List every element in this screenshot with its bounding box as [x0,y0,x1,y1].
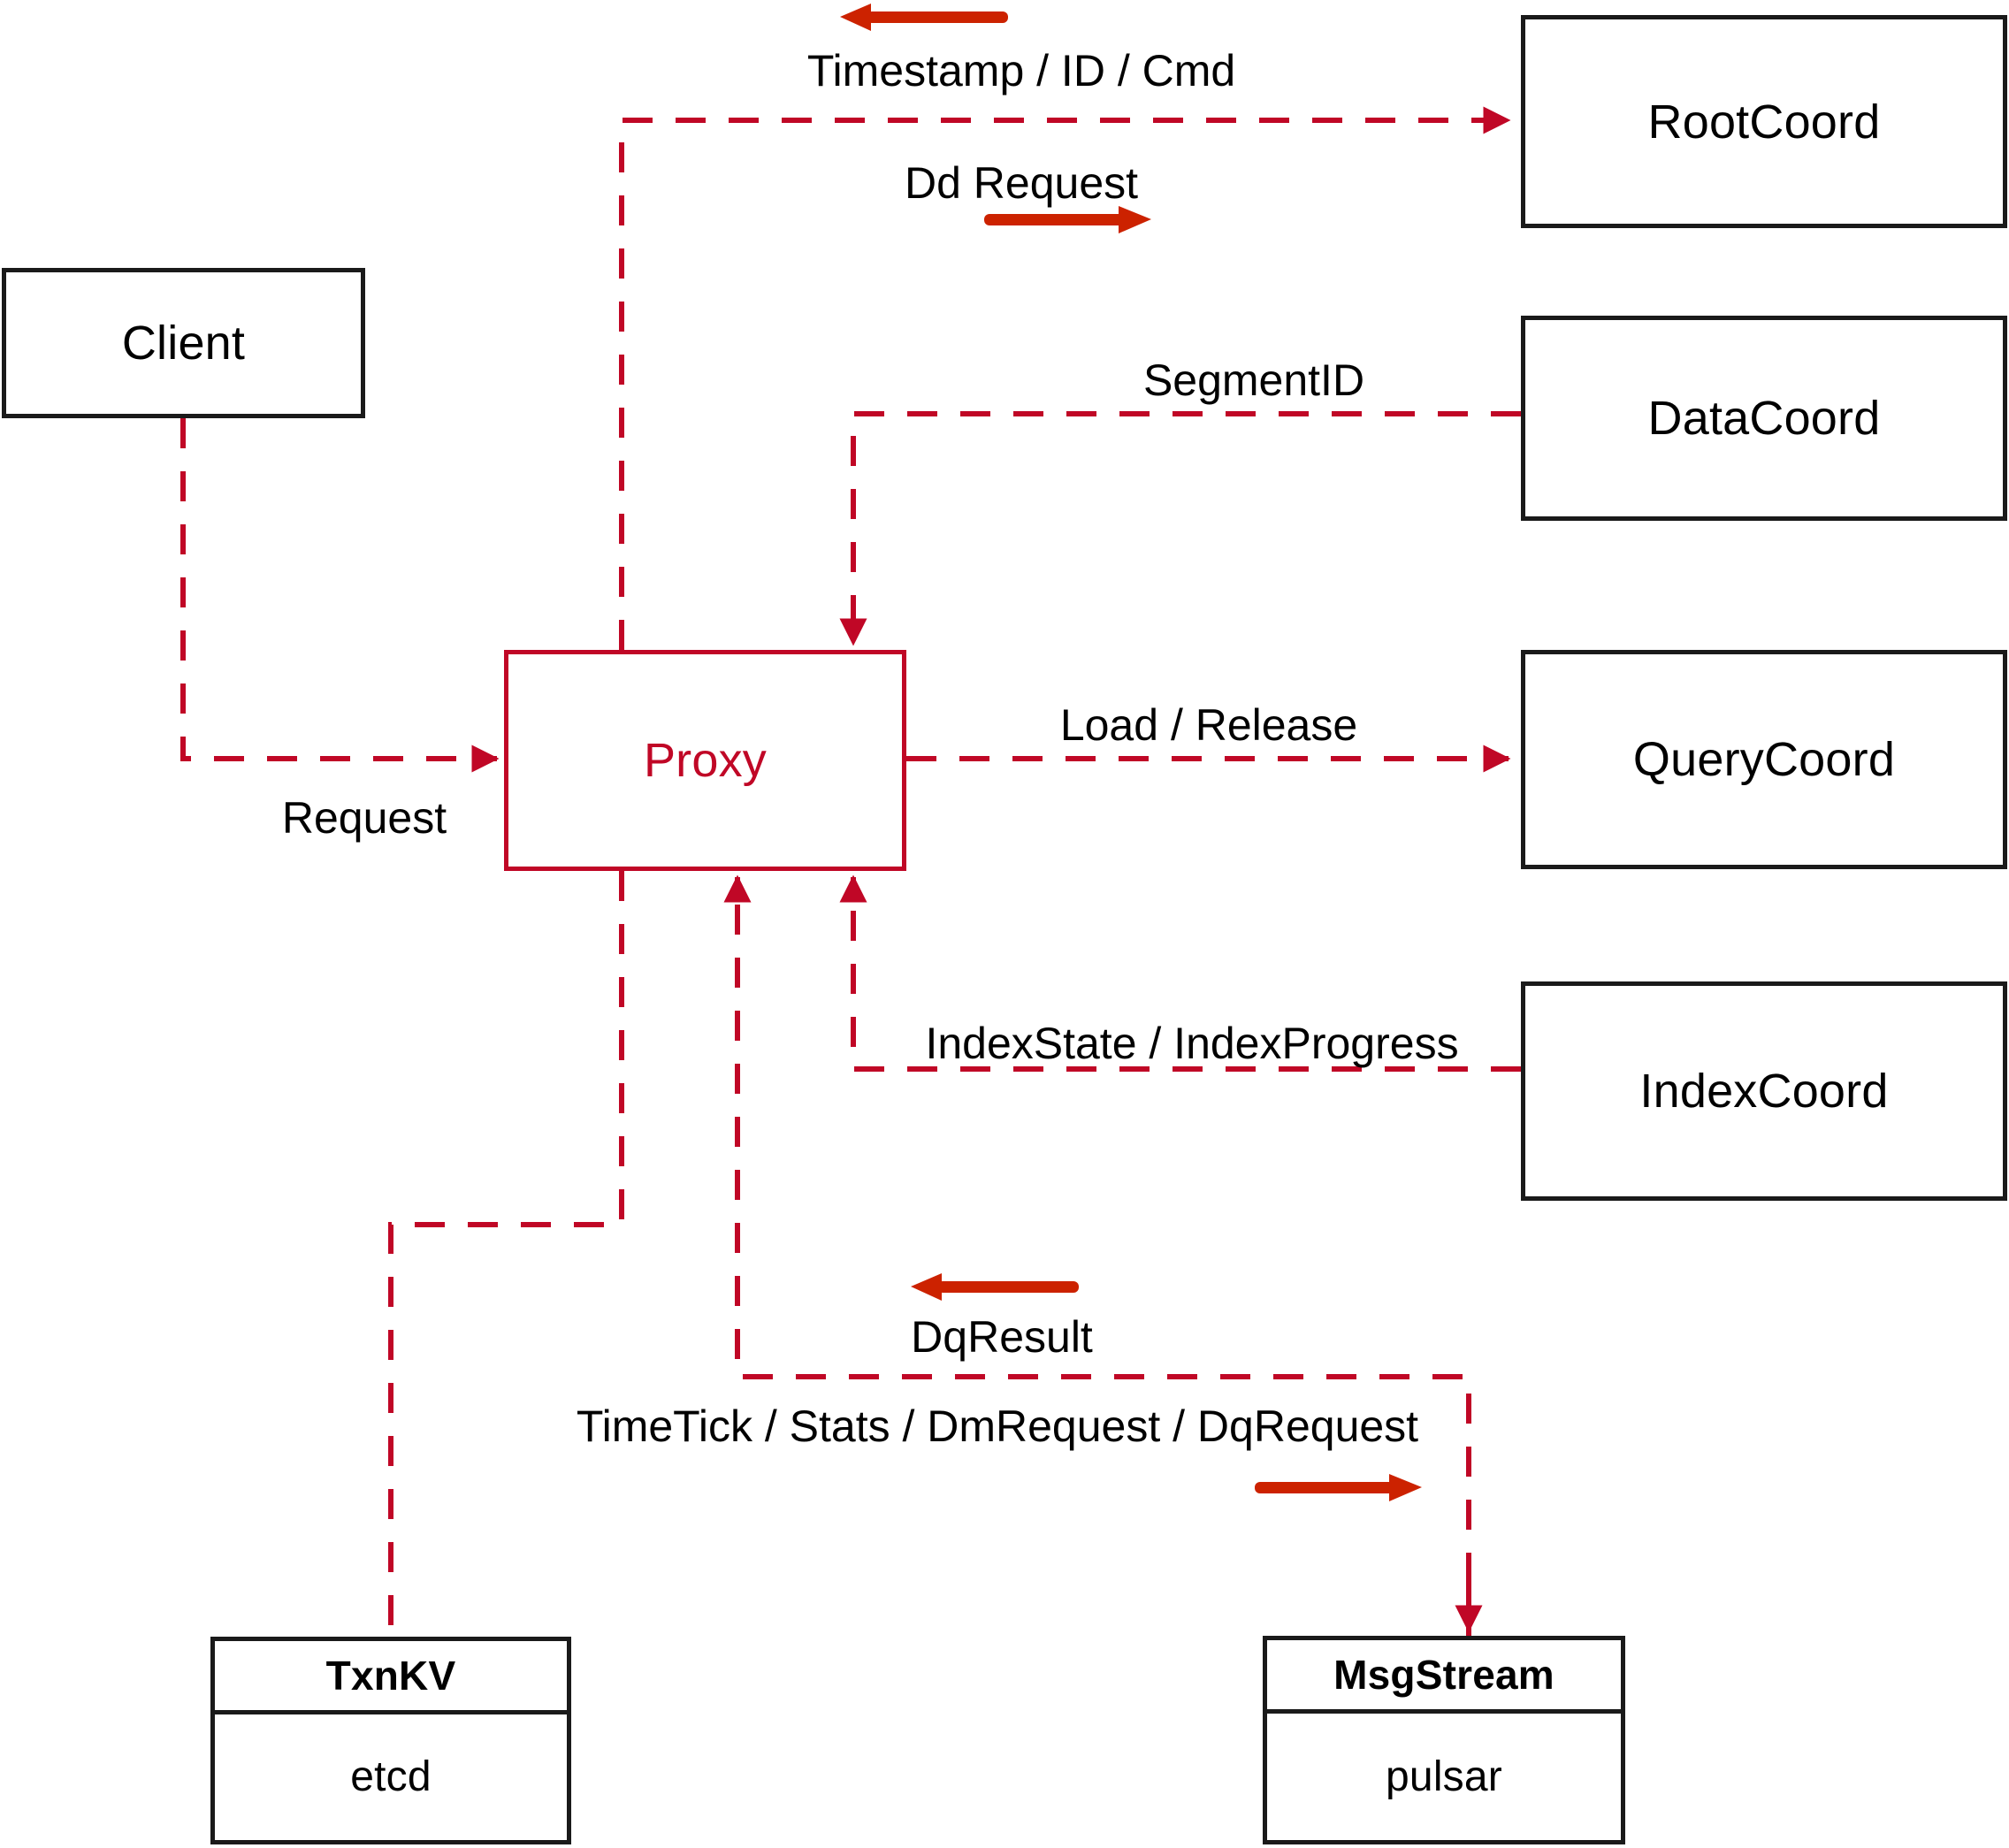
node-client[interactable]: Client [2,268,365,418]
edge-msgstream-to-proxy [723,874,1471,1636]
node-rootcoord[interactable]: RootCoord [1521,15,2007,228]
edge-client-to-proxy [180,418,500,773]
direction-arrow-group [840,4,1422,1501]
edge-proxy-to-rootcoord [619,106,1511,650]
node-querycoord-label: QueryCoord [1632,733,1896,786]
edge-label-load-release: Load / Release [1059,700,1358,750]
node-msgstream-header: MsgStream [1267,1640,1621,1714]
node-client-label: Client [121,317,246,370]
direction-arrow-dqresult [911,1273,1079,1301]
edge-proxy-to-txnkv [388,871,624,1637]
node-msgstream-header-label: MsgStream [1333,1652,1554,1698]
edge-label-index-state-progress: IndexState / IndexProgress [925,1019,1459,1068]
direction-arrow-dd-request [984,206,1151,233]
node-txnkv-header-label: TxnKV [325,1653,456,1699]
edge-datacoord-to-proxy [839,411,1521,646]
direction-arrow-timetick [1255,1474,1422,1501]
node-proxy-label: Proxy [643,734,768,787]
node-datacoord[interactable]: DataCoord [1521,316,2007,521]
node-msgstream[interactable]: MsgStream pulsar [1263,1636,1625,1844]
node-indexcoord-label: IndexCoord [1639,1065,1889,1118]
edge-label-segment-id: SegmentID [1142,355,1365,405]
node-txnkv-header: TxnKV [215,1641,567,1714]
node-indexcoord[interactable]: IndexCoord [1521,981,2007,1201]
edge-label-timetick-stats: TimeTick / Stats / DmRequest / DqRequest [576,1401,1419,1451]
node-querycoord[interactable]: QueryCoord [1521,650,2007,869]
node-proxy[interactable]: Proxy [504,650,906,871]
node-rootcoord-label: RootCoord [1647,95,1881,149]
edge-label-dq-result: DqResult [911,1312,1093,1362]
node-txnkv[interactable]: TxnKV etcd [210,1637,571,1844]
node-txnkv-body: etcd [215,1714,567,1840]
node-txnkv-body-label: etcd [350,1753,432,1800]
node-msgstream-body: pulsar [1267,1714,1621,1840]
edge-label-timestamp-id-cmd: Timestamp / ID / Cmd [806,46,1236,95]
node-msgstream-body-label: pulsar [1386,1753,1502,1800]
direction-arrow-timestamp [840,4,1008,31]
edge-label-request: Request [281,793,447,843]
edge-indexcoord-to-proxy [839,874,1521,1072]
edge-label-dd-request: Dd Request [904,158,1139,208]
node-datacoord-label: DataCoord [1647,392,1881,445]
